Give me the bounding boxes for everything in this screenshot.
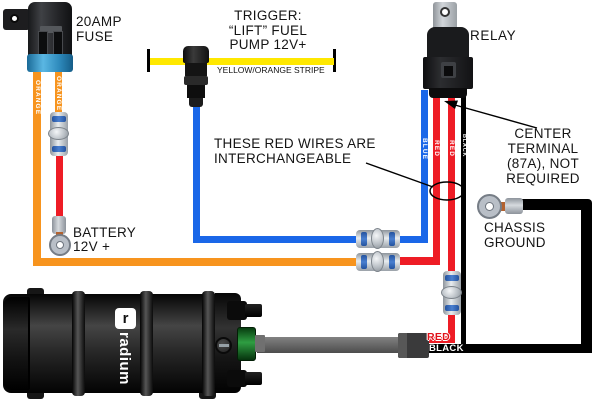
pump-black-wire-label: BLACK (429, 343, 464, 354)
connector-band (389, 232, 395, 246)
connector-band (361, 232, 367, 246)
pump-tab (27, 391, 44, 399)
center-terminal-note: CENTER TERMINAL (87A), NOT REQUIRED (506, 126, 580, 186)
trigger-connector (183, 46, 209, 63)
orange-wire-fuse-to-bottom (33, 70, 41, 266)
orange-wire-horizontal (33, 258, 357, 266)
blue-wire-to-relay (421, 90, 428, 243)
red-wire-to-battery-terminal (56, 152, 63, 218)
connector-band (361, 255, 367, 269)
relay-label: RELAY (470, 28, 517, 43)
pump-rib (202, 291, 215, 396)
fuse-label: 20AMP FUSE (76, 14, 122, 44)
pump-terminal-screw-slot (219, 344, 229, 347)
black-wire-text: BLACK (461, 134, 467, 158)
pump-rib (140, 291, 153, 396)
connector-band (52, 146, 66, 152)
red-wires-note: THESE RED WIRES ARE INTERCHANGEABLE (214, 136, 376, 166)
connector-crimp (371, 251, 384, 272)
connector-band (445, 275, 459, 281)
connector-crimp (371, 228, 384, 249)
radium-logo-mark: r (115, 308, 136, 329)
relay-latch (444, 66, 453, 76)
fuse-holder-slot (53, 31, 63, 56)
chassis-ground-ring-terminal (477, 194, 502, 219)
radium-brand-text: radium (116, 332, 133, 386)
pump-outlet-fitting (245, 304, 262, 317)
yellow-trigger-wire (150, 58, 334, 65)
chassis-ground-ring-hole (485, 202, 494, 211)
pump-green-collar (237, 327, 256, 361)
yellow-wire-right-tick (333, 49, 336, 72)
orange-wire-text: ORANGE (55, 76, 62, 112)
chassis-ground-label: CHASSIS GROUND (484, 220, 546, 250)
orange-wire-text: ORANGE (34, 80, 41, 116)
red-wire-to-pump (427, 336, 455, 343)
blue-wire-from-trigger (193, 100, 200, 243)
ground-wire-top (520, 199, 587, 210)
pump-left-cap (3, 297, 30, 390)
butt-connector-blue (356, 228, 400, 249)
connector-crimp (48, 127, 69, 140)
relay-base (429, 88, 467, 98)
fuse-holder-seal (27, 54, 73, 72)
center-terminal-pointer-line (454, 104, 538, 129)
pump-red-wire-label: RED (427, 331, 451, 343)
red-wire-left-vertical (433, 90, 440, 265)
orange-wire-fuse-to-battery (55, 70, 62, 118)
butt-connector-orange (356, 251, 400, 272)
ground-terminal-copper (500, 202, 507, 211)
pump-rib (72, 291, 85, 396)
fuel-pump: r radium (3, 287, 273, 400)
red-wire-left-horizontal (397, 257, 440, 265)
trigger-connector (189, 98, 203, 107)
trigger-connector (184, 76, 208, 85)
relay-body (427, 27, 469, 61)
blue-wire-text: BLUE (421, 138, 428, 161)
trigger-connector (187, 85, 205, 98)
pump-outlet-fitting (227, 301, 247, 320)
ground-wire-right (581, 199, 592, 352)
trigger-label: TRIGGER: “LIFT” FUEL PUMP 12V+ (228, 8, 308, 52)
pump-wire-harness (257, 337, 400, 353)
battery-terminal-crimp (52, 216, 66, 234)
pump-inlet-fitting (227, 370, 247, 387)
fuse-holder-detail (40, 26, 62, 33)
connector-crimp (441, 286, 462, 299)
black-wire-from-relay (461, 90, 466, 350)
radium-logo-initial: r (122, 310, 129, 327)
butt-connector-red (441, 271, 462, 315)
connector-band (445, 305, 459, 311)
pump-inlet-fitting (245, 372, 262, 385)
fuse-holder-mount-hole (10, 14, 19, 23)
fuse-holder-slot (38, 31, 48, 56)
red-wire-right-vertical (448, 90, 455, 343)
red-wire-text: RED (433, 140, 440, 158)
pump-wire-boot (255, 335, 265, 352)
wire-stripe-label: YELLOW/ORANGE STRIPE (217, 65, 325, 75)
ground-terminal-crimp (505, 198, 523, 214)
battery-ring-hole (56, 241, 64, 249)
ground-wire-bottom (426, 344, 592, 353)
battery-label: BATTERY 12V + (73, 225, 137, 254)
pump-tab (27, 288, 44, 297)
pump-harness-connector (398, 333, 407, 358)
red-wire-text: RED (448, 140, 455, 158)
butt-connector-fuse (48, 112, 69, 156)
relay-mount-hole (440, 7, 450, 17)
connector-band (52, 116, 66, 122)
trigger-connector (185, 63, 207, 76)
connector-band (389, 255, 395, 269)
yellow-wire-left-tick (147, 49, 150, 72)
blue-wire-horizontal (193, 236, 428, 243)
